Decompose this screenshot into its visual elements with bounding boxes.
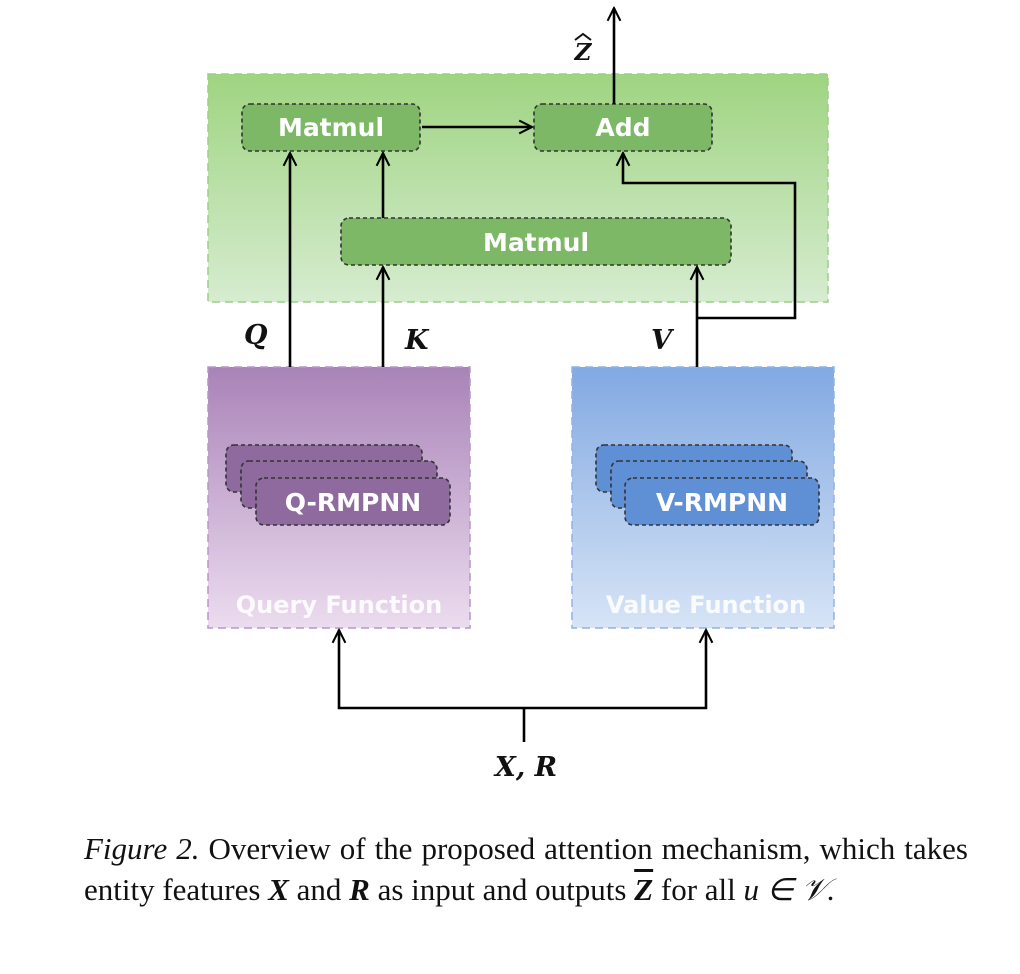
q-rmpnn-label: Q-RMPNN	[285, 488, 421, 517]
caption-math-end: u ∈ 𝒱.	[743, 872, 836, 907]
caption-figure-label: Figure 2.	[84, 831, 200, 866]
value-function-label: Value Function	[606, 591, 806, 619]
matmul-mid-node	[340, 217, 732, 266]
matmul-top-label: Matmul	[278, 113, 384, 142]
input-to-query-arrow	[339, 630, 524, 710]
query-function-label: Query Function	[236, 591, 442, 619]
caption-text-1: Overview of the proposed attention mecha…	[84, 831, 968, 907]
hat-icon	[574, 32, 592, 41]
attention-diagram: Matmul Add Matmul Q-RMPNN V-RMPNN Query …	[207, 0, 835, 783]
v-rmpnn-label: V-RMPNN	[656, 488, 788, 517]
add-label: Add	[595, 113, 650, 142]
output-label: Z	[574, 39, 593, 66]
edges	[290, 8, 797, 742]
q-rmpnn-node	[255, 477, 451, 526]
input-label: X, R	[493, 752, 557, 783]
add-node	[533, 103, 713, 152]
output-label-group: Z	[574, 32, 593, 66]
caption-var-z: Z	[634, 872, 654, 907]
caption-var-x: X	[268, 872, 289, 907]
v-label: V	[651, 325, 675, 356]
v-to-add-arrow	[623, 153, 797, 320]
caption-text-2: as input and outputs	[377, 872, 627, 907]
caption-text-and: and	[296, 872, 342, 907]
v-rmpnn-node	[624, 477, 820, 526]
caption-var-r: R	[349, 872, 370, 907]
q-label: Q	[244, 320, 268, 351]
k-label: K	[404, 325, 430, 356]
matmul-mid-label: Matmul	[483, 228, 589, 257]
caption-text-3: for all	[660, 872, 736, 907]
figure-caption: Figure 2. Overview of the proposed atten…	[84, 828, 968, 910]
input-to-value-arrow	[524, 630, 706, 710]
matmul-top-node	[241, 103, 421, 152]
